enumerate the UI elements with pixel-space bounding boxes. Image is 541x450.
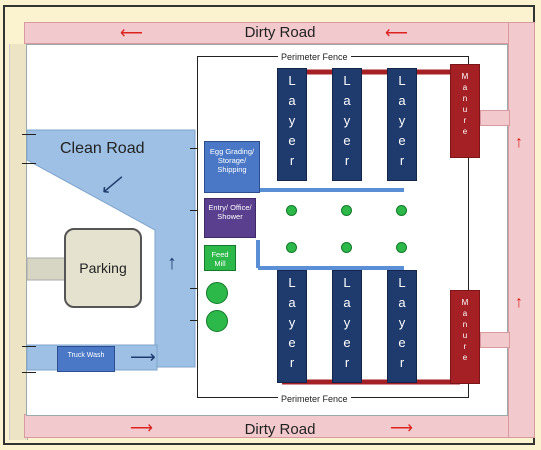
gate-tick: [190, 210, 198, 211]
truck-wash-label: Truck Wash: [67, 352, 105, 359]
right-arrow-icon: ⟶: [130, 347, 156, 367]
feed-bin-dot: [396, 242, 407, 253]
feed-bin-dot: [286, 242, 297, 253]
fence-top-label: Perimeter Fence: [278, 52, 351, 62]
feed-bin-dot: [341, 205, 352, 216]
gate-tick: [190, 288, 198, 289]
up-arrow-icon: ↑: [515, 294, 523, 311]
parking-label: Parking: [79, 260, 127, 276]
right-arrow-icon: ⟶: [390, 420, 413, 437]
feed-mill-building: Feed Mill: [204, 245, 236, 271]
fence-bottom-label: Perimeter Fence: [278, 394, 351, 404]
feed-bin-dot: [396, 205, 407, 216]
right-arrow-icon: ⟶: [130, 420, 153, 437]
clean-road-label: Clean Road: [60, 140, 145, 157]
truck-wash: Truck Wash: [57, 346, 115, 372]
gate-tick: [190, 148, 198, 149]
dirty-road-bottom-label: Dirty Road: [244, 421, 316, 438]
dirty-road-top-label: Dirty Road: [244, 24, 316, 41]
feed-mill-label: Feed Mill: [211, 250, 229, 268]
parking-area: [64, 228, 142, 308]
dirty-road-right: [508, 22, 535, 438]
entry-office-label: Entry/ Office/ Shower: [208, 203, 252, 221]
left-arrow-icon: ⟵: [120, 25, 143, 42]
gate-tick: [22, 163, 36, 164]
egg-grading-label: Egg Grading/ Storage/ Shipping: [209, 147, 255, 174]
egg-grading-building: Egg Grading/ Storage/ Shipping: [204, 141, 260, 193]
silo: [206, 282, 228, 304]
left-arrow-icon: ⟵: [385, 25, 408, 42]
up-arrow-icon: ↑: [167, 252, 177, 274]
entry-office-building: Entry/ Office/ Shower: [204, 198, 256, 238]
feed-bin-dot: [341, 242, 352, 253]
manure-connector: [480, 332, 510, 348]
gate-tick: [22, 346, 36, 347]
gate-tick: [22, 134, 36, 135]
feed-bin-dot: [286, 205, 297, 216]
silo: [206, 310, 228, 332]
gate-tick: [22, 372, 36, 373]
manure-connector: [480, 110, 510, 126]
up-arrow-icon: ↑: [515, 134, 523, 151]
gate-tick: [190, 320, 198, 321]
